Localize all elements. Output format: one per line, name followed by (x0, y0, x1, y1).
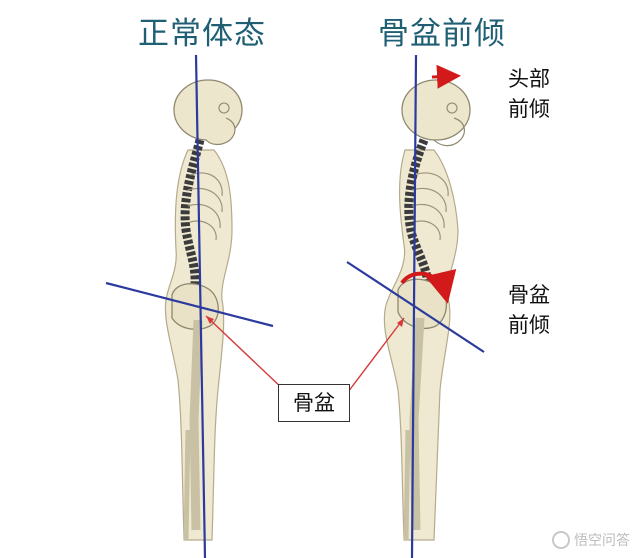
tilted-pelvis-line (346, 261, 485, 353)
watermark: 悟空问答 (552, 530, 630, 550)
pointer-line-left (205, 315, 285, 391)
pelvis-tilt-label: 骨盆 前倾 (508, 280, 558, 340)
tilted-skeleton (383, 79, 471, 541)
pelvis-tilt-label-line-1: 骨盆 (508, 283, 550, 307)
head-forward-arrow-icon (431, 64, 461, 89)
pelvis-label-box: 骨盆 (278, 384, 350, 422)
normal-skeleton (164, 79, 243, 541)
title-normal-posture: 正常体态 (138, 16, 266, 52)
watermark-text: 悟空问答 (574, 533, 630, 549)
normal-pelvis-line (105, 281, 274, 328)
head-forward-label: 头部 前倾 (508, 64, 558, 124)
watermark-logo-icon (552, 531, 570, 549)
pelvis-rotation-arrow-icon (400, 269, 457, 304)
pelvis-tilt-label-line-2: 前倾 (508, 313, 550, 337)
head-forward-label-line-2: 前倾 (508, 97, 550, 121)
pointer-line-right (347, 317, 405, 393)
head-forward-label-line-1: 头部 (508, 67, 550, 91)
title-anterior-pelvic-tilt: 骨盆前倾 (378, 16, 506, 52)
